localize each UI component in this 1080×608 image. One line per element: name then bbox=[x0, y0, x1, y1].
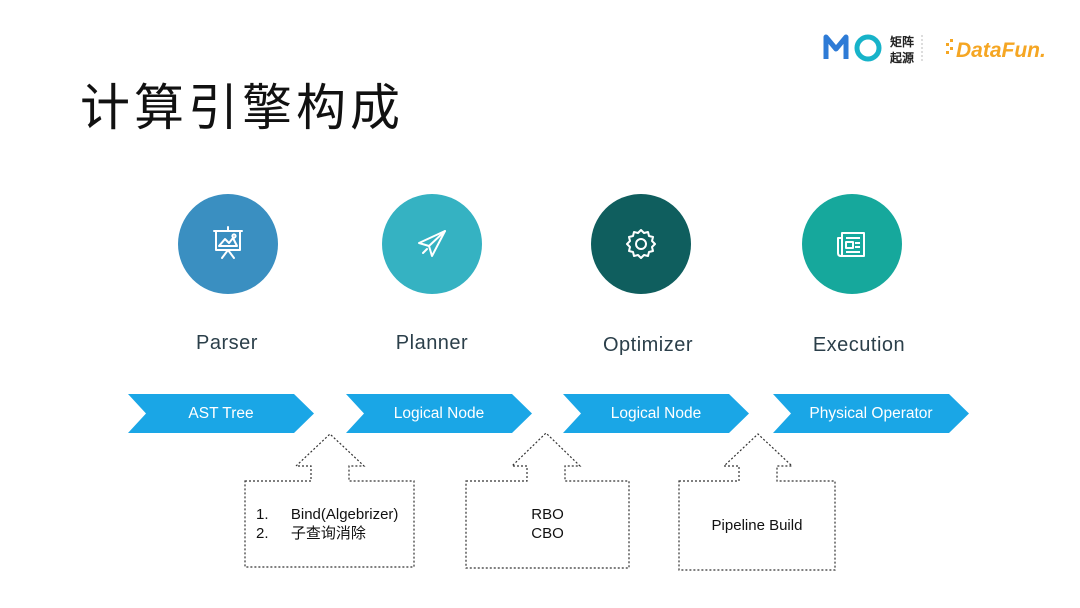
callout-parser bbox=[244, 433, 415, 568]
note-parser-item-2: 2. 子查询消除 bbox=[256, 524, 366, 543]
planner-circle bbox=[382, 194, 482, 294]
optimizer-circle bbox=[591, 194, 691, 294]
execution-circle bbox=[802, 194, 902, 294]
datafun-text: DataFun. bbox=[956, 39, 1046, 62]
gear-icon bbox=[626, 229, 656, 259]
logo-text-bottom: 起源 bbox=[889, 50, 914, 65]
note-parser-item-1: 1. Bind(Algebrizer) bbox=[256, 505, 398, 524]
chevron-arrow-logical-1 bbox=[346, 394, 532, 433]
logo-text-top: 矩阵 bbox=[889, 34, 914, 49]
slide-title: 计算引擎构成 bbox=[80, 79, 404, 137]
stage-label-optimizer: Optimizer bbox=[602, 334, 694, 356]
note-optimizer-cbo: CBO bbox=[531, 525, 564, 542]
note-parser-item-2-num: 2. bbox=[256, 525, 269, 542]
arrow-label-logical-node-1: Logical Node bbox=[393, 405, 485, 422]
note-execution-pipeline-build: Pipeline Build bbox=[711, 517, 803, 534]
chevron-arrow-ast bbox=[128, 394, 314, 433]
chevron-arrow-logical-2 bbox=[563, 394, 749, 433]
newspaper-icon bbox=[837, 232, 865, 257]
stage-label-planner: Planner bbox=[395, 332, 469, 354]
parser-circle bbox=[178, 194, 278, 294]
note-optimizer-rbo: RBO bbox=[531, 506, 564, 523]
chevron-arrow-physical bbox=[773, 394, 969, 433]
matrixone-logo: 矩阵 起源 bbox=[823, 34, 923, 65]
note-parser-item-1-num: 1. bbox=[256, 506, 269, 523]
paper-plane-icon bbox=[418, 230, 446, 257]
stage-label-parser: Parser bbox=[196, 332, 258, 354]
datafun-logo: DataFun. bbox=[946, 39, 1046, 62]
arrow-label-ast-tree: AST Tree bbox=[188, 405, 254, 422]
note-parser-item-2-text: 子查询消除 bbox=[290, 524, 366, 542]
stage-label-execution: Execution bbox=[812, 334, 906, 356]
arrow-label-physical-operator: Physical Operator bbox=[809, 405, 933, 422]
callout-optimizer bbox=[465, 432, 630, 569]
presentation-board-icon bbox=[213, 226, 243, 259]
arrow-label-logical-node-2: Logical Node bbox=[610, 405, 702, 422]
callout-execution bbox=[678, 433, 836, 571]
note-parser-item-1-text: Bind(Algebrizer) bbox=[290, 506, 399, 523]
